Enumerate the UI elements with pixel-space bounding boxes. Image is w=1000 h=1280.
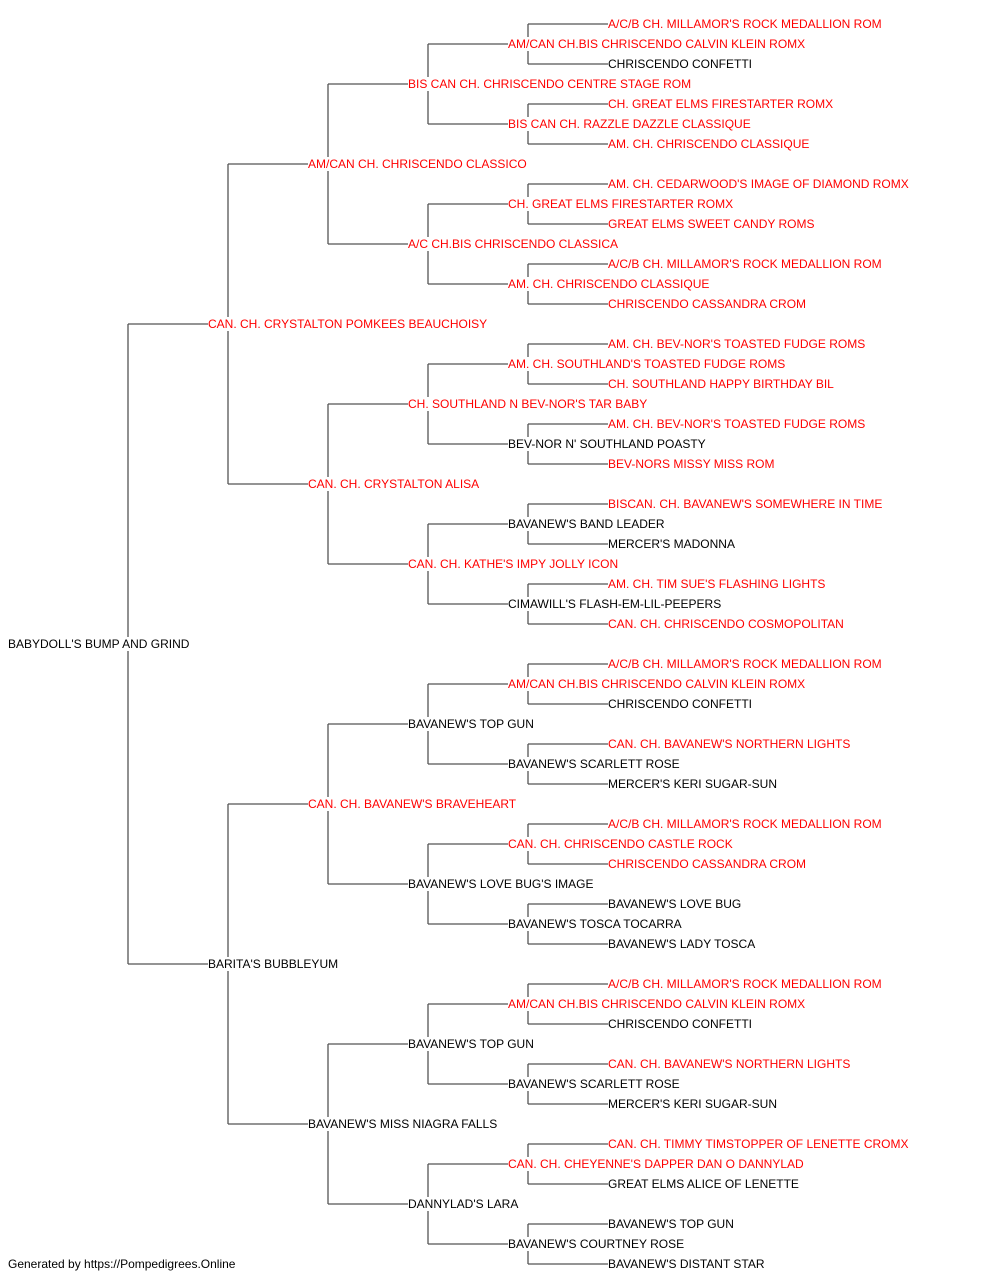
- gen5-ancestor-name: BAVANEW'S LADY TOSCA: [608, 937, 758, 951]
- gen5-ancestor-name: MERCER'S KERI SUGAR-SUN: [608, 1097, 779, 1111]
- gen4-ancestor-name: BAVANEW'S SCARLETT ROSE: [508, 1077, 682, 1091]
- gen4-ancestor-name: CIMAWILL'S FLASH-EM-LIL-PEEPERS: [508, 597, 724, 611]
- great-grandparent-name: BAVANEW'S LOVE BUG'S IMAGE: [408, 877, 596, 891]
- gen5-ancestor-name: MERCER'S MADONNA: [608, 537, 737, 551]
- gen5-ancestor-name: CHRISCENDO CASSANDRA CROM: [608, 857, 809, 871]
- grandparent-name: CAN. CH. BAVANEW'S BRAVEHEART: [308, 797, 519, 811]
- gen5-ancestor-name: CAN. CH. BAVANEW'S NORTHERN LIGHTS: [608, 737, 853, 751]
- gen4-ancestor-name: BAVANEW'S TOSCA TOCARRA: [508, 917, 684, 931]
- gen4-ancestor-name: AM/CAN CH.BIS CHRISCENDO CALVIN KLEIN RO…: [508, 37, 808, 51]
- gen5-ancestor-name: MERCER'S KERI SUGAR-SUN: [608, 777, 779, 791]
- gen5-ancestor-name: GREAT ELMS ALICE OF LENETTE: [608, 1177, 801, 1191]
- gen4-ancestor-name: AM. CH. SOUTHLAND'S TOASTED FUDGE ROMS: [508, 357, 788, 371]
- gen4-ancestor-name: CH. GREAT ELMS FIRESTARTER ROMX: [508, 197, 736, 211]
- great-grandparent-name: BAVANEW'S TOP GUN: [408, 1037, 536, 1051]
- gen4-ancestor-name: AM/CAN CH.BIS CHRISCENDO CALVIN KLEIN RO…: [508, 997, 808, 1011]
- gen5-ancestor-name: BEV-NORS MISSY MISS ROM: [608, 457, 777, 471]
- gen4-ancestor-name: BAVANEW'S BAND LEADER: [508, 517, 667, 531]
- gen5-ancestor-name: AM. CH. BEV-NOR'S TOASTED FUDGE ROMS: [608, 337, 868, 351]
- parent-name: CAN. CH. CRYSTALTON POMKEES BEAUCHOISY: [208, 317, 490, 331]
- grandparent-name: CAN. CH. CRYSTALTON ALISA: [308, 477, 482, 491]
- gen5-ancestor-name: CHRISCENDO CONFETTI: [608, 57, 754, 71]
- gen5-ancestor-name: CH. SOUTHLAND HAPPY BIRTHDAY BIL: [608, 377, 836, 391]
- parent-name: BARITA'S BUBBLEYUM: [208, 957, 341, 971]
- gen5-ancestor-name: CAN. CH. BAVANEW'S NORTHERN LIGHTS: [608, 1057, 853, 1071]
- grandparent-name: AM/CAN CH. CHRISCENDO CLASSICO: [308, 157, 529, 171]
- gen5-ancestor-name: A/C/B CH. MILLAMOR'S ROCK MEDALLION ROM: [608, 657, 884, 671]
- gen5-ancestor-name: CHRISCENDO CASSANDRA CROM: [608, 297, 809, 311]
- gen5-ancestor-name: A/C/B CH. MILLAMOR'S ROCK MEDALLION ROM: [608, 817, 884, 831]
- gen5-ancestor-name: BISCAN. CH. BAVANEW'S SOMEWHERE IN TIME: [608, 497, 885, 511]
- gen5-ancestor-name: AM. CH. CEDARWOOD'S IMAGE OF DIAMOND ROM…: [608, 177, 911, 191]
- gen5-ancestor-name: CH. GREAT ELMS FIRESTARTER ROMX: [608, 97, 836, 111]
- gen4-ancestor-name: BAVANEW'S SCARLETT ROSE: [508, 757, 682, 771]
- gen5-ancestor-name: AM. CH. BEV-NOR'S TOASTED FUDGE ROMS: [608, 417, 868, 431]
- gen5-ancestor-name: GREAT ELMS SWEET CANDY ROMS: [608, 217, 817, 231]
- great-grandparent-name: DANNYLAD'S LARA: [408, 1197, 521, 1211]
- gen5-ancestor-name: AM. CH. TIM SUE'S FLASHING LIGHTS: [608, 577, 828, 591]
- gen5-ancestor-name: A/C/B CH. MILLAMOR'S ROCK MEDALLION ROM: [608, 257, 884, 271]
- gen5-ancestor-name: BAVANEW'S TOP GUN: [608, 1217, 736, 1231]
- gen5-ancestor-name: CAN. CH. TIMMY TIMSTOPPER OF LENETTE CRO…: [608, 1137, 911, 1151]
- gen5-ancestor-name: A/C/B CH. MILLAMOR'S ROCK MEDALLION ROM: [608, 977, 884, 991]
- gen5-ancestor-name: AM. CH. CHRISCENDO CLASSIQUE: [608, 137, 812, 151]
- great-grandparent-name: CH. SOUTHLAND N BEV-NOR'S TAR BABY: [408, 397, 650, 411]
- gen4-ancestor-name: CAN. CH. CHRISCENDO CASTLE ROCK: [508, 837, 735, 851]
- great-grandparent-name: CAN. CH. KATHE'S IMPY JOLLY ICON: [408, 557, 621, 571]
- gen5-ancestor-name: CAN. CH. CHRISCENDO COSMOPOLITAN: [608, 617, 846, 631]
- gen4-ancestor-name: BIS CAN CH. RAZZLE DAZZLE CLASSIQUE: [508, 117, 753, 131]
- gen5-ancestor-name: CHRISCENDO CONFETTI: [608, 1017, 754, 1031]
- great-grandparent-name: BAVANEW'S TOP GUN: [408, 717, 536, 731]
- gen4-ancestor-name: CAN. CH. CHEYENNE'S DAPPER DAN O DANNYLA…: [508, 1157, 806, 1171]
- grandparent-name: BAVANEW'S MISS NIAGRA FALLS: [308, 1117, 500, 1131]
- great-grandparent-name: BIS CAN CH. CHRISCENDO CENTRE STAGE ROM: [408, 77, 694, 91]
- gen4-ancestor-name: AM. CH. CHRISCENDO CLASSIQUE: [508, 277, 712, 291]
- gen4-ancestor-name: BAVANEW'S COURTNEY ROSE: [508, 1237, 687, 1251]
- gen4-ancestor-name: BEV-NOR N' SOUTHLAND POASTY: [508, 437, 708, 451]
- gen5-ancestor-name: CHRISCENDO CONFETTI: [608, 697, 754, 711]
- generated-by-footer: Generated by https://Pompedigrees.Online: [8, 1257, 236, 1271]
- subject-name: BABYDOLL'S BUMP AND GRIND: [8, 637, 192, 651]
- gen4-ancestor-name: AM/CAN CH.BIS CHRISCENDO CALVIN KLEIN RO…: [508, 677, 808, 691]
- gen5-ancestor-name: A/C/B CH. MILLAMOR'S ROCK MEDALLION ROM: [608, 17, 884, 31]
- gen5-ancestor-name: BAVANEW'S LOVE BUG: [608, 897, 744, 911]
- great-grandparent-name: A/C CH.BIS CHRISCENDO CLASSICA: [408, 237, 621, 251]
- gen5-ancestor-name: BAVANEW'S DISTANT STAR: [608, 1257, 767, 1271]
